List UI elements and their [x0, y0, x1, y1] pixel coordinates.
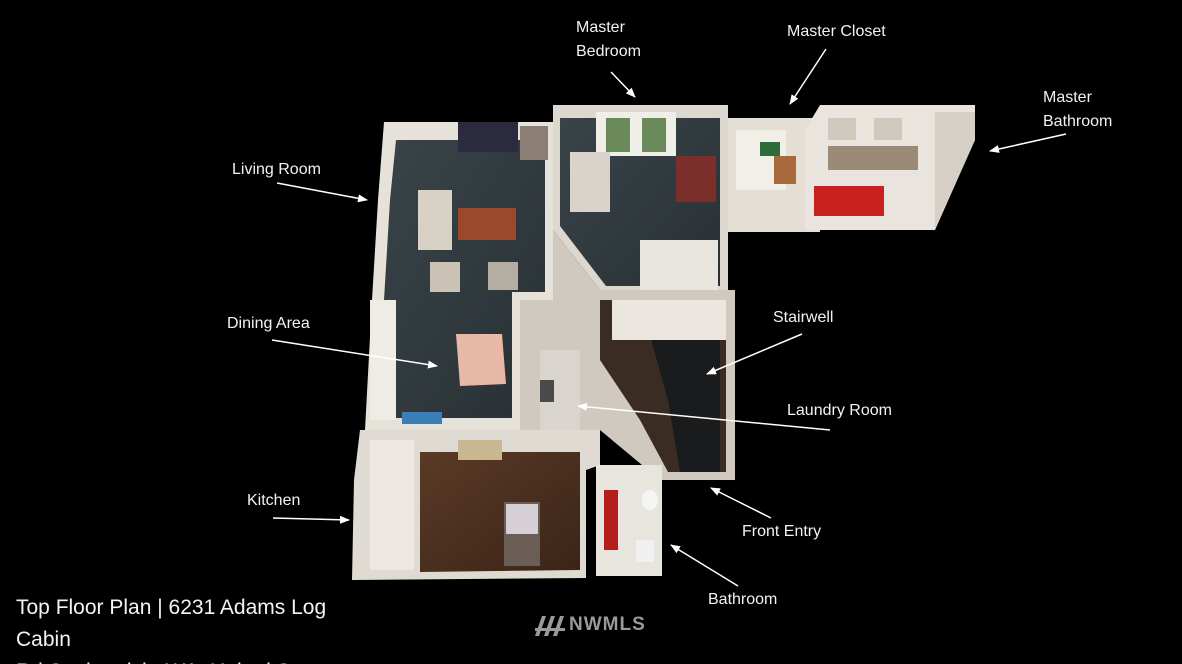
label-dining-area: Dining Area: [227, 315, 310, 332]
master-closet-bath-block: [728, 105, 975, 232]
label-kitchen: Kitchen: [247, 492, 301, 509]
watermark-text: NWMLS: [569, 614, 646, 635]
hall-stair-laundry-block: [520, 230, 735, 480]
arrow-front-entry: [710, 487, 772, 519]
label-master-bathroom-line2: Bathroom: [1043, 113, 1113, 130]
label-front-entry: Front Entry: [742, 523, 822, 540]
master-bedroom-block: [553, 105, 728, 290]
label-living-room: Living Room: [232, 161, 321, 178]
label-master-closet: Master Closet: [787, 23, 886, 40]
label-laundry-room: Laundry Room: [787, 402, 892, 419]
caption: Top Floor Plan | 6231 Adams Log Cabin Rd…: [16, 592, 376, 664]
label-stairwell: Stairwell: [773, 309, 834, 326]
arrow-kitchen: [272, 515, 350, 524]
arrow-master-closet: [789, 48, 827, 105]
watermark: NWMLS: [535, 614, 646, 636]
arrow-stairwell: [706, 333, 803, 375]
bathroom-block: [596, 465, 662, 576]
caption-line1: Top Floor Plan | 6231 Adams Log Cabin: [16, 596, 327, 651]
label-master-bedroom-line1: Master: [576, 19, 625, 36]
label-bathroom: Bathroom: [708, 591, 778, 608]
kitchen-block: [352, 430, 600, 580]
arrow-laundry-room: [577, 402, 831, 431]
arrow-bathroom: [670, 544, 739, 587]
caption-line2: Rd Snohomish, WA, United States: [16, 656, 376, 664]
arrow-master-bedroom: [610, 71, 636, 98]
label-master-bedroom: Master Bedroom: [576, 16, 641, 64]
arrow-dining-area: [271, 339, 438, 369]
arrow-master-bathroom: [989, 133, 1067, 153]
label-master-bathroom-line1: Master: [1043, 89, 1092, 106]
label-master-bathroom: Master Bathroom: [1043, 86, 1112, 134]
living-dining-block: [365, 122, 553, 430]
arrow-living-room: [276, 182, 368, 203]
nwmls-logo-icon: [535, 616, 565, 636]
label-master-bedroom-line2: Bedroom: [576, 43, 641, 60]
